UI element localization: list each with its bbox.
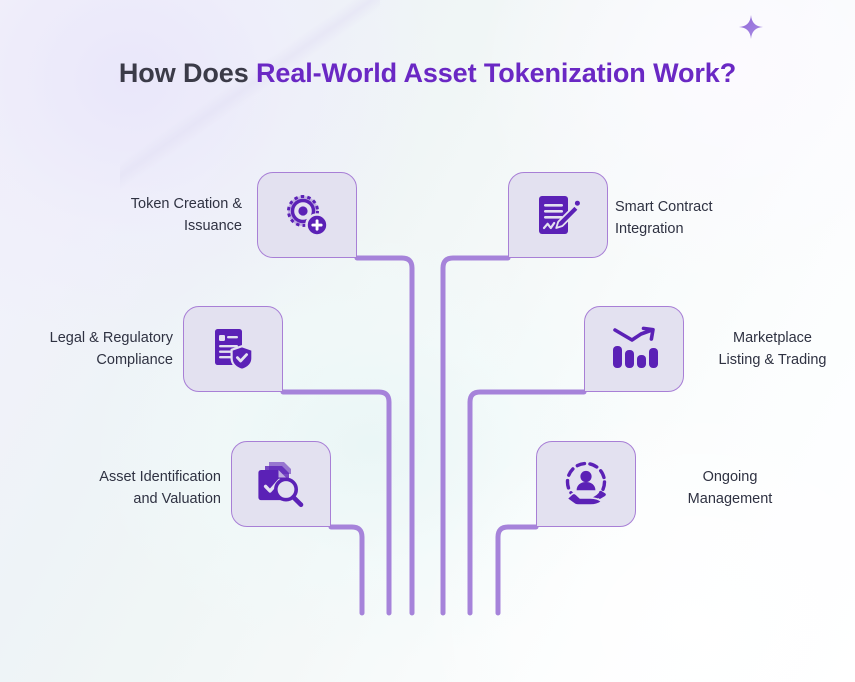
token-plus-icon <box>287 195 329 237</box>
step-card-ongoing-management[interactable] <box>536 441 636 527</box>
step-label-line1: Legal & Regulatory <box>49 330 173 346</box>
person-care-cycle-icon <box>565 461 607 506</box>
step-card-token-creation[interactable] <box>257 172 357 258</box>
page-title-plain: How Does <box>118 58 257 88</box>
step-label-line2: Management <box>687 490 773 507</box>
step-label-token-creation: Token Creation & Issuance <box>67 194 242 238</box>
bar-chart-arrow-up-icon <box>613 326 658 368</box>
step-label-line2: Compliance <box>96 351 173 368</box>
step-label-marketplace-listing: Marketplace Listing & Trading <box>690 328 855 372</box>
step-card-smart-contract[interactable] <box>508 172 608 258</box>
step-label-line1: Marketplace <box>733 330 812 346</box>
step-label-smart-contract: Smart Contract Integration <box>615 197 800 241</box>
step-label-line1: Asset Identification <box>99 469 221 485</box>
step-label-line2: Issuance <box>183 217 242 234</box>
background-glow-bottom-right <box>415 392 855 682</box>
step-label-line1: Token Creation & <box>130 196 242 212</box>
step-label-asset-identification: Asset Identification and Valuation <box>48 467 221 511</box>
step-label-line2: Listing & Trading <box>718 351 827 368</box>
page-title-accent: Real-World Asset Tokenization Work? <box>256 58 737 88</box>
step-card-legal-compliance[interactable] <box>183 306 283 392</box>
step-label-line1: Ongoing <box>702 469 758 485</box>
step-card-marketplace-listing[interactable] <box>584 306 684 392</box>
step-label-ongoing-management: Ongoing Management <box>645 467 815 511</box>
contract-pen-icon <box>539 196 580 234</box>
step-label-line2: Integration <box>615 220 684 237</box>
step-label-legal-compliance: Legal & Regulatory Compliance <box>10 328 173 372</box>
page-title: How Does Real-World Asset Tokenization W… <box>0 58 855 89</box>
step-card-asset-identification[interactable] <box>231 441 331 527</box>
step-label-line2: and Valuation <box>133 490 221 507</box>
document-search-check-icon <box>258 462 304 508</box>
document-shield-check-icon <box>215 329 254 371</box>
step-label-line1: Smart Contract <box>615 199 713 215</box>
